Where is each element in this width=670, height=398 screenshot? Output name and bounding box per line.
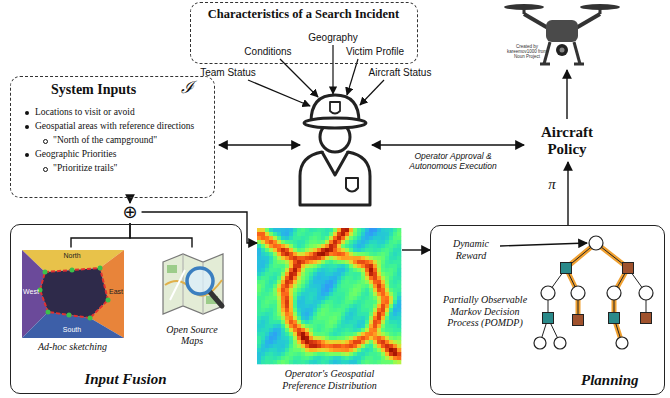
- math-symbol: ℐ: [181, 78, 194, 98]
- bullet-text: Geospatial areas with reference directio…: [35, 121, 194, 132]
- bullet-text: Locations to visit or avoid: [35, 107, 135, 118]
- annotation-label: Victim Profile: [337, 46, 413, 58]
- policy-symbol: π: [545, 176, 559, 193]
- osm-box: Open Source Maps: [150, 248, 235, 358]
- policy-label-box: Aircraft Policy: [523, 122, 611, 162]
- flow-connector: [567, 162, 568, 225]
- sketch-map: [22, 250, 124, 338]
- box-title: System Inputs: [51, 82, 136, 98]
- flow-connector: [71, 223, 130, 248]
- map-icon: [163, 254, 223, 314]
- box-title: Input Fusion: [84, 371, 166, 388]
- drone-icon: [504, 4, 620, 64]
- sub-bullet-text: "Prioritize trails": [53, 163, 117, 174]
- sketch-box: Ad-hoc sketching: [18, 248, 128, 358]
- fusion-symbol: ⊕: [122, 203, 137, 221]
- region-label: North: [59, 252, 85, 260]
- box-title: Characteristics of a Search Incident: [208, 7, 399, 21]
- annotation-label: Aircraft Status: [360, 67, 440, 79]
- box-title: Planning: [581, 372, 639, 389]
- caption: Open Source Maps: [155, 324, 229, 347]
- sub-bullet-text: "North of the campground": [53, 135, 157, 146]
- heatmap-box: Operator's Geospatial Preference Distrib…: [257, 228, 402, 394]
- inputs-box: System Inputs ℐ Locations to visit or avoi…: [10, 76, 215, 198]
- region-label: East: [108, 288, 124, 296]
- annotation-label: Conditions: [233, 46, 303, 58]
- caption: Operator's Geospatial Preference Distrib…: [267, 368, 392, 391]
- annotation-label: Team Status: [192, 67, 264, 79]
- pomdp-tree: [534, 236, 653, 349]
- credit-note: Created by kareemov1000 from Noun Projec…: [506, 44, 548, 60]
- fusion-box: Input Fusion Ad-hoc sketching Open Source …: [10, 224, 242, 394]
- policy-title: Aircraft Policy: [527, 124, 607, 159]
- annotation-label: Operator Approval & Autonomous Execution: [398, 152, 508, 172]
- heatmap: [257, 228, 401, 364]
- caption: Ad-hoc sketching: [38, 341, 107, 353]
- fusion-symbol: ⊕: [118, 203, 141, 223]
- flow-connector: [130, 223, 192, 248]
- region-label: South: [59, 326, 85, 334]
- region-label: West: [22, 288, 40, 296]
- planning-box: Planning Dynamic RewardPartially Observab…: [430, 225, 665, 395]
- bullet-text: Geographic Priorities: [35, 149, 117, 160]
- caption: Dynamic Reward: [439, 238, 503, 261]
- flow-connector: [142, 212, 257, 243]
- operator-arrows: [219, 70, 587, 246]
- flow-connector: [402, 249, 430, 250]
- annotation-label: Geography: [293, 32, 373, 44]
- caption: Partially Observable Markov Decision Pro…: [437, 294, 533, 329]
- operator-icon: [300, 95, 370, 205]
